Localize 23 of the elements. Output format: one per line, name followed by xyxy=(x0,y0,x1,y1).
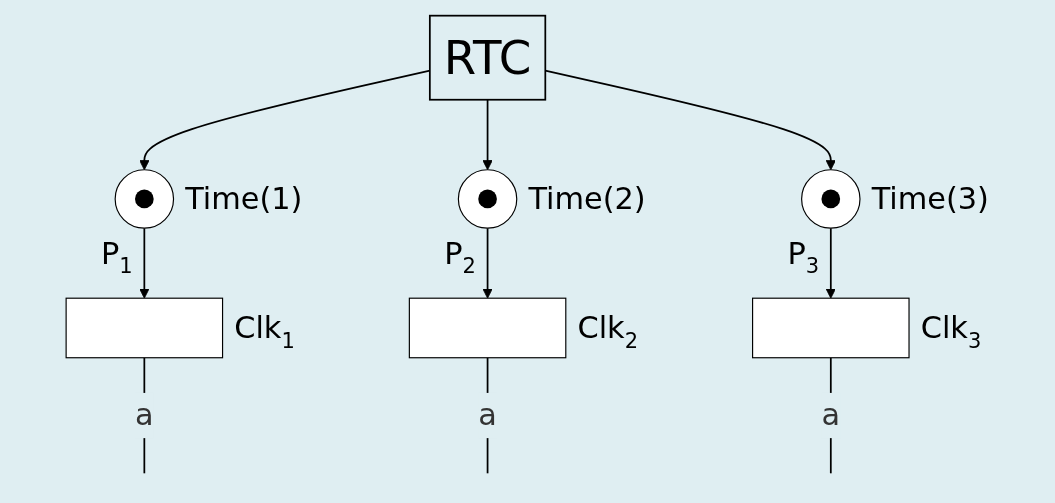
node-label: P$_{2}$ xyxy=(444,235,476,279)
place-circle xyxy=(114,169,175,229)
edge-label: a xyxy=(478,397,497,433)
arrow xyxy=(825,227,836,299)
arrow xyxy=(482,98,493,171)
node-label: Clk$_{1}$ xyxy=(234,310,295,353)
transition-bar xyxy=(408,297,567,359)
node-label: Time(1) xyxy=(185,181,303,217)
node-label: Time(2) xyxy=(528,181,646,217)
transition-bar xyxy=(65,297,224,359)
edge-label: a xyxy=(821,397,841,433)
arrow xyxy=(482,227,493,299)
edge-label: a xyxy=(135,397,154,433)
transition-bar xyxy=(752,297,910,359)
arrow xyxy=(139,227,150,299)
node-label: Time(3) xyxy=(871,181,989,217)
place-circle xyxy=(457,169,518,229)
process-box: RTC xyxy=(428,14,547,101)
node-label: P$_{1}$ xyxy=(101,235,133,279)
node-label: Clk$_{3}$ xyxy=(920,310,982,353)
place-circle xyxy=(801,169,861,229)
node-label: P$_{3}$ xyxy=(787,235,820,279)
node-label: Clk$_{2}$ xyxy=(577,310,639,353)
